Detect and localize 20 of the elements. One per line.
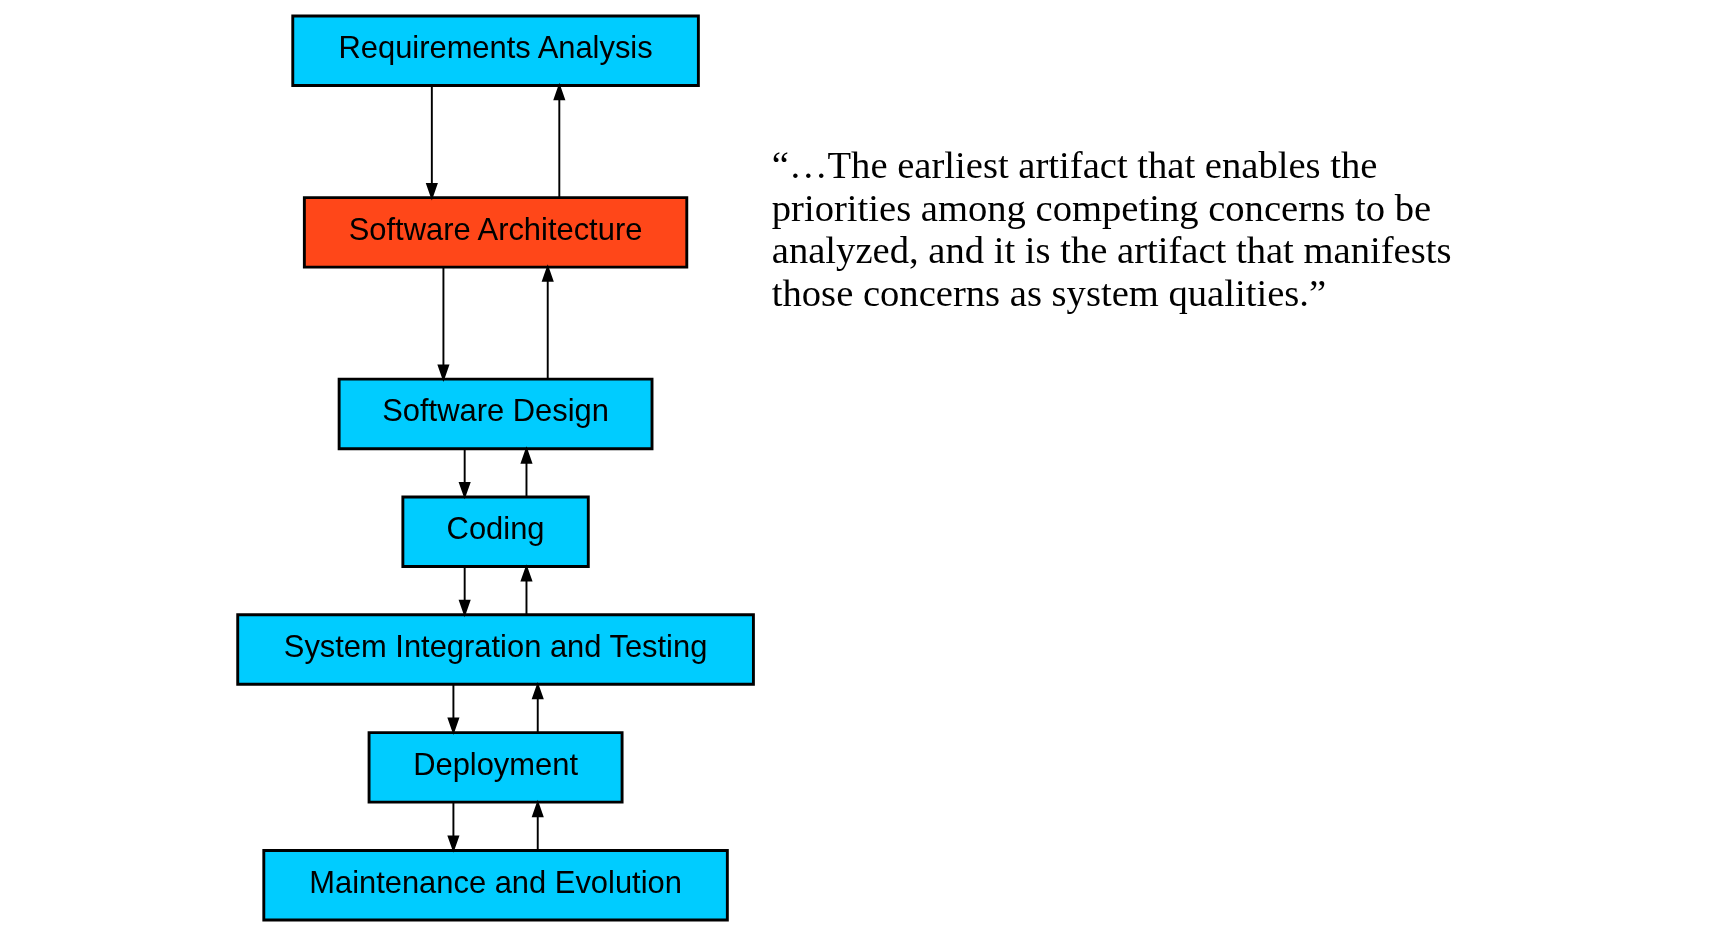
arrow <box>446 801 459 853</box>
arrow <box>519 564 533 616</box>
label: “…The earliest artifact that enables the priorities among competing concerns to be analyzed, and it is the artifact that manifests those concerns as system qualities.” <box>771 144 1451 314</box>
arrow <box>446 683 459 735</box>
arrow <box>458 448 471 500</box>
node-box: Coding <box>400 495 590 568</box>
node-box: Deployment <box>367 731 624 804</box>
arrow <box>531 681 544 733</box>
node-box: Maintenance and Evolution <box>261 848 729 922</box>
node-box: Software Architecture <box>302 196 688 269</box>
arrow <box>425 84 438 201</box>
arrow <box>436 266 449 382</box>
arrow <box>519 446 533 498</box>
node-box: Requirements Analysis <box>290 14 700 87</box>
arrow <box>531 799 544 851</box>
arrow <box>541 264 554 380</box>
node-box: Software Design <box>337 377 653 451</box>
arrow <box>458 566 471 618</box>
node-box: System Integration and Testing <box>235 613 755 686</box>
arrow <box>552 82 565 199</box>
